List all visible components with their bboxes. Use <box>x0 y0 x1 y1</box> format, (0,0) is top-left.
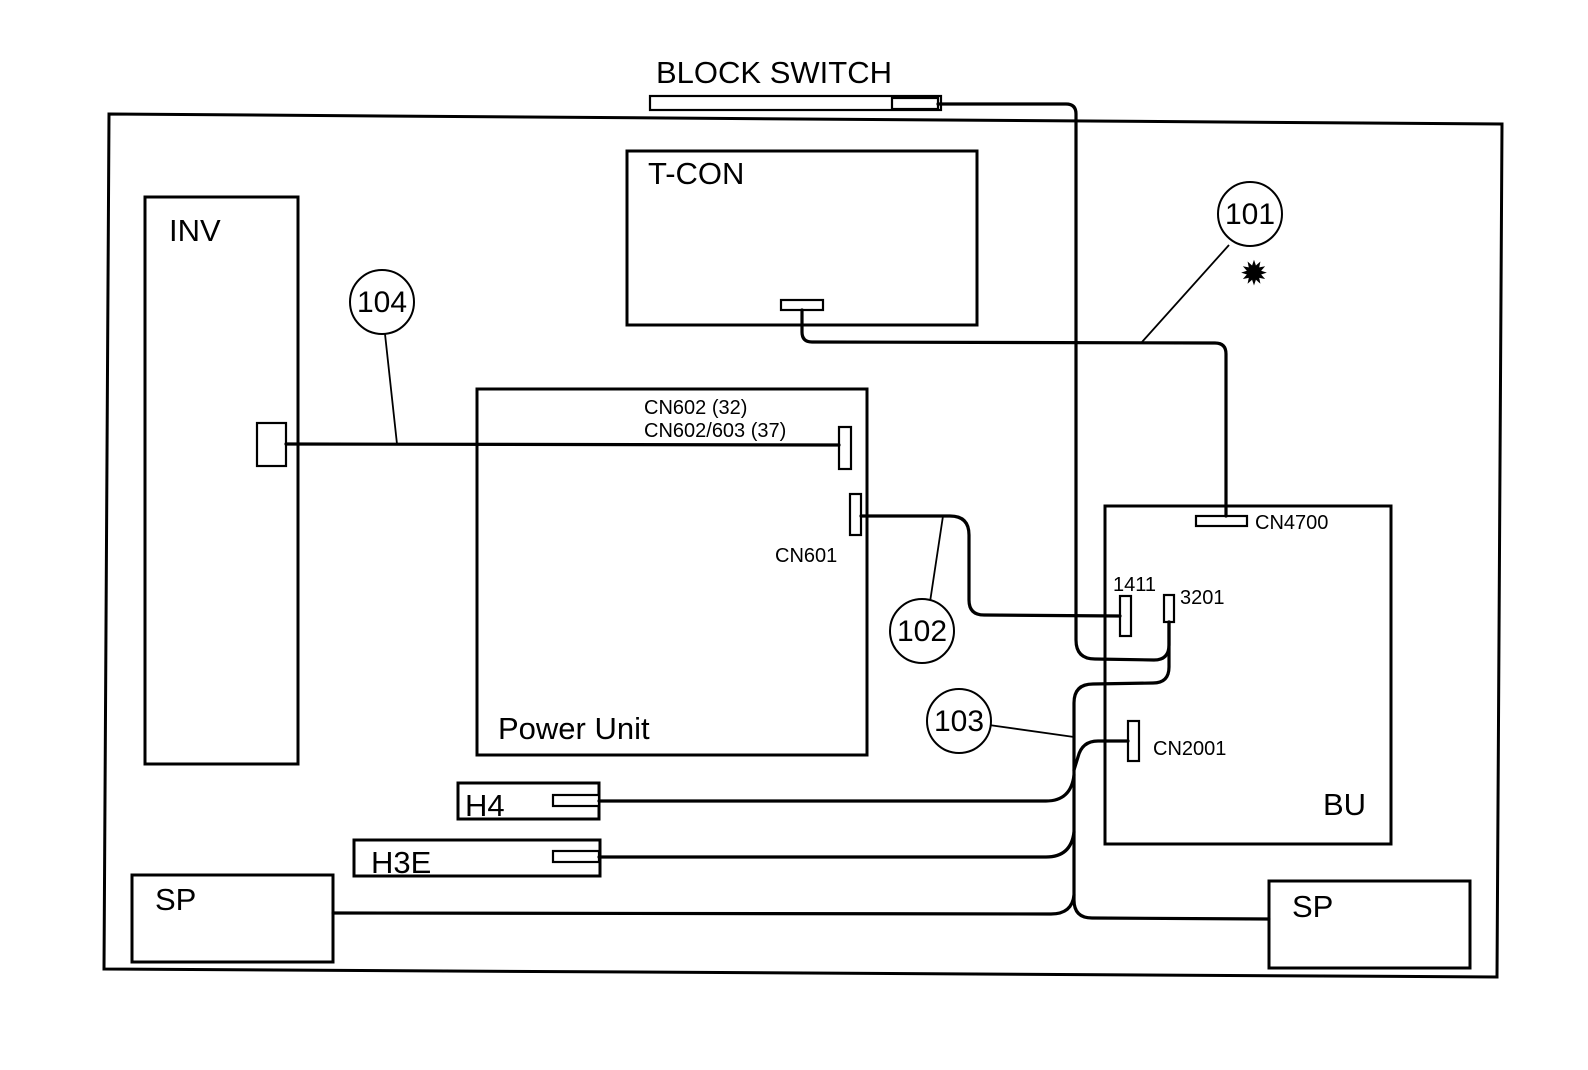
cn2001-connector <box>1126 719 1141 763</box>
leader-103 <box>988 724 1075 738</box>
h3e-connector <box>551 849 601 864</box>
callout-102-label: 102 <box>897 615 947 648</box>
inv-label: INV <box>169 213 221 248</box>
wire-103-to-3201 <box>1072 620 1271 921</box>
c1411-connector <box>1118 594 1133 638</box>
power-unit-label: Power Unit <box>498 711 650 746</box>
cn601-label: CN601 <box>775 545 837 567</box>
wire-103-to-cn2001 <box>1072 739 1130 772</box>
callout-103-label: 103 <box>934 705 984 738</box>
callout-101-label: 101 <box>1225 198 1275 231</box>
cn602-label-line1: CN602 (32) <box>644 397 747 419</box>
tcon-label: T-CON <box>648 156 744 191</box>
bu-label: BU <box>1323 787 1366 822</box>
callout-104-circle <box>349 269 415 335</box>
wire-block-switch <box>936 102 1171 662</box>
power-unit-board <box>475 387 869 757</box>
callout-101-circle <box>1217 181 1283 247</box>
wire-101 <box>800 308 1228 518</box>
block-switch-label: BLOCK SWITCH <box>656 55 892 90</box>
wire-104 <box>284 442 841 447</box>
block-switch-connector <box>890 96 940 111</box>
speaker-left <box>130 873 335 964</box>
leader-104 <box>384 333 398 445</box>
leader-102 <box>929 515 944 603</box>
callout-104-label: 104 <box>357 286 407 319</box>
wire-102 <box>859 514 1122 618</box>
inv-board <box>143 195 300 766</box>
callout-102-circle <box>889 598 955 664</box>
h3e-label: H3E <box>371 845 431 880</box>
speaker-left-label: SP <box>155 882 196 917</box>
c3201-label: 3201 <box>1180 587 1225 609</box>
bu-board <box>1103 504 1393 846</box>
cn601-connector <box>848 492 863 537</box>
cn4700-label: CN4700 <box>1255 512 1328 534</box>
cn4700-connector <box>1194 514 1249 528</box>
chassis-outline <box>102 112 1504 979</box>
cn602-connector <box>837 425 853 471</box>
h4-label: H4 <box>465 788 505 823</box>
cn2001-label: CN2001 <box>1153 738 1226 760</box>
c3201-connector <box>1162 593 1176 624</box>
speaker-right <box>1267 879 1472 970</box>
h4-connector <box>551 793 601 808</box>
wire-103-to-h4 <box>597 773 1076 803</box>
wire-103-to-sp-left <box>331 893 1076 916</box>
callout-103-circle <box>926 688 992 754</box>
cn602-label-line2: CN602/603 (37) <box>644 420 786 442</box>
speaker-right-label: SP <box>1292 889 1333 924</box>
wire-103-to-h3e <box>597 830 1076 859</box>
inv-connector <box>255 421 288 468</box>
c1411-label: 1411 <box>1113 574 1156 596</box>
star-icon: ✹ <box>1240 255 1269 293</box>
leader-101 <box>1141 244 1230 343</box>
